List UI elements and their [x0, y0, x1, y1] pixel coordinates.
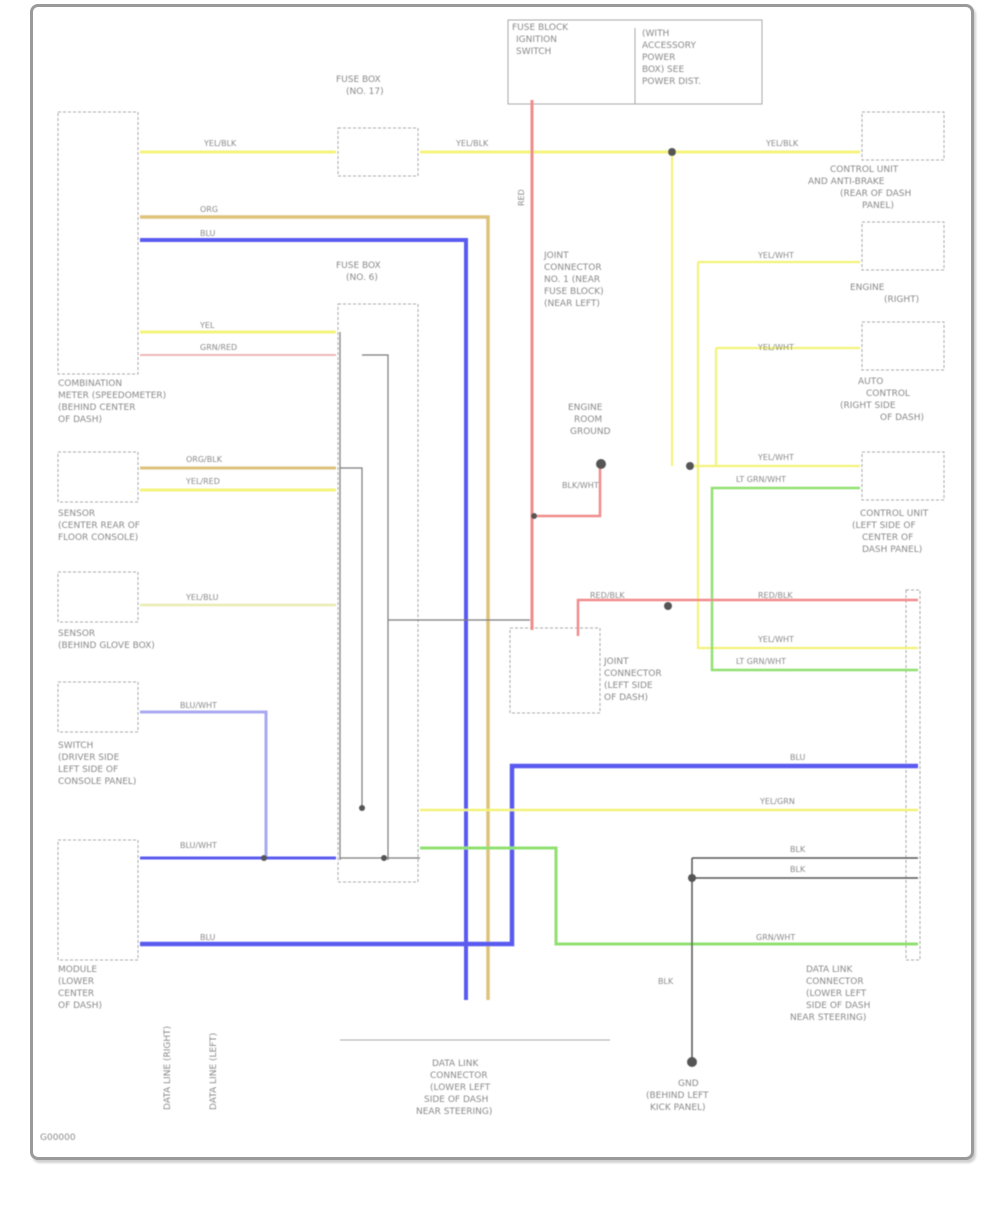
wire-label-lt-grn-1: LT GRN/WHT — [736, 475, 786, 484]
wire-yellow-branch — [670, 152, 918, 650]
wire-label-blk-ground: BLK — [658, 977, 674, 986]
wire-label-red-vert: RED — [517, 189, 526, 206]
splice-dot — [688, 874, 696, 882]
diagram-frame — [30, 4, 974, 1160]
connector-right-4-label: CONTROL UNIT (LEFT SIDE OF CENTER OF DAS… — [852, 509, 931, 555]
wire-label-grn-red: GRN/RED — [200, 343, 237, 352]
wire-label-blk-2: BLK — [790, 865, 806, 874]
wire-label-lt-grn-2: LT GRN/WHT — [736, 657, 786, 666]
wire-label-yel-grn: YEL/GRN — [759, 797, 795, 806]
wire-label-blu-wht: BLU/WHT — [180, 701, 217, 710]
switch-left-box — [57, 681, 139, 733]
connector-right-3-box — [861, 321, 945, 371]
sensor-2-label: SENSOR (BEHIND GLOVE BOX) — [58, 629, 155, 651]
splice-dot — [359, 805, 365, 811]
connector-right-1-box — [861, 111, 945, 161]
connector-right-2-label: ENGINE (RIGHT) — [850, 283, 919, 305]
connector-bottom-right-label: DATA LINK CONNECTOR (LOWER LEFT SIDE OF … — [790, 965, 873, 1023]
fuse-top-left-label: FUSE BOX (NO. 17) — [336, 75, 384, 97]
sensor-2-box — [57, 571, 139, 623]
connector-right-2-box — [861, 221, 945, 271]
wire-lavender — [140, 710, 268, 858]
joint-connector-box — [509, 627, 601, 714]
sensor-1-box — [57, 451, 139, 503]
wire-red-ground — [532, 466, 602, 518]
wire-label-red-blk-2: RED/BLK — [758, 591, 793, 600]
switch-left-label: SWITCH (DRIVER SIDE LEFT SIDE OF CONSOLE… — [58, 741, 136, 787]
sensor-1-label: SENSOR (CENTER REAR OF FLOOR CONSOLE) — [58, 509, 143, 543]
wire-label-grn-wht: GRN/WHT — [756, 933, 795, 942]
ground-dot — [596, 459, 606, 469]
wire-blue-right — [140, 763, 918, 947]
wire-label-org-blk: ORG/BLK — [186, 455, 223, 464]
wire-label-yel-red: YEL/RED — [185, 477, 220, 486]
splice-dot — [668, 148, 676, 156]
wire-label-blk-wht: BLK/WHT — [562, 481, 599, 490]
ground-note-label: ENGINE ROOM GROUND — [568, 403, 611, 437]
wire-label-blu-right: BLU — [790, 753, 806, 762]
wire-label-yel-blk-left: YEL/BLK — [203, 139, 237, 148]
wire-orange — [140, 215, 490, 1000]
fuse-mid-label: FUSE BOX (NO. 6) — [336, 261, 384, 283]
wire-label-red-blk-1: RED/BLK — [590, 591, 625, 600]
connector-right-4-box — [861, 451, 945, 501]
wire-label-org: ORG — [200, 205, 218, 214]
wire-green-right — [710, 486, 918, 672]
wire-label-yel-wht-1: YEL/WHT — [757, 251, 794, 260]
wire-label-yel-wht-4: YEL/WHT — [757, 635, 794, 644]
diagram-id: G00000 — [40, 1133, 76, 1143]
connector-bottom-right-box — [905, 589, 921, 961]
vertical-label-2: DATA LINE (LEFT) — [209, 1033, 219, 1110]
ground-bottom-label: GND (BEHIND LEFT KICK PANEL) — [646, 1079, 711, 1113]
module-bottom-left-label: MODULE (LOWER CENTER OF DASH) — [58, 965, 102, 1011]
splice-dot — [664, 602, 672, 610]
wire-red-right — [576, 598, 918, 636]
wire-label-yel-blk-right: YEL/BLK — [765, 139, 799, 148]
wire-label-blk-1: BLK — [790, 845, 806, 854]
ground-dot — [687, 1057, 697, 1067]
fuse-top-left-box — [337, 127, 419, 177]
splice-dot — [531, 513, 537, 519]
wire-internal-3 — [340, 467, 363, 810]
wire-label-blu-wht-2: BLU/WHT — [180, 841, 217, 850]
junction-left-label: JOINT CONNECTOR NO. 1 (NEAR FUSE BLOCK) … — [543, 251, 607, 309]
splice-dot — [686, 462, 694, 470]
wire-label-yel-blu: YEL/BLU — [185, 593, 219, 602]
wire-label-yel: YEL — [199, 321, 215, 330]
connector-right-3-label: AUTO CONTROL (RIGHT SIDE OF DASH) — [840, 377, 924, 423]
splice-dot — [261, 855, 267, 861]
fuse-block-label: FUSE BLOCK IGNITION SWITCH — [512, 23, 571, 57]
wire-label-blu-bottom: BLU — [200, 933, 216, 942]
fuse-block-notes: (WITH ACCESSORY POWER BOX) SEE POWER DIS… — [642, 29, 701, 87]
combination-meter-box — [57, 111, 139, 375]
combination-meter-label: COMBINATION METER (SPEEDOMETER) (BEHIND … — [58, 379, 169, 425]
wire-internal-2 — [362, 354, 389, 860]
wire-label-yel-blk-mid: YEL/BLK — [455, 139, 489, 148]
wire-label-yel-wht-3: YEL/WHT — [757, 453, 794, 462]
wire-label-yel-wht-2: YEL/WHT — [757, 343, 794, 352]
splice-dot — [381, 855, 387, 861]
connector-bottom-center-label: DATA LINK CONNECTOR (LOWER LEFT SIDE OF … — [416, 1059, 493, 1117]
module-bottom-left-box — [57, 839, 139, 961]
connector-right-1-label: CONTROL UNIT AND ANTI-BRAKE (REAR OF DAS… — [808, 165, 914, 211]
wire-green-bottom — [420, 846, 918, 946]
vertical-label-1: DATA LINE (RIGHT) — [163, 1026, 173, 1110]
joint-connector-label: JOINT CONNECTOR (LEFT SIDE OF DASH) — [603, 657, 665, 703]
wire-label-blu: BLU — [200, 229, 216, 238]
wire-black-ground — [691, 857, 918, 1062]
fuse-mid-box — [337, 303, 419, 883]
wire-blue-left — [140, 238, 468, 1000]
